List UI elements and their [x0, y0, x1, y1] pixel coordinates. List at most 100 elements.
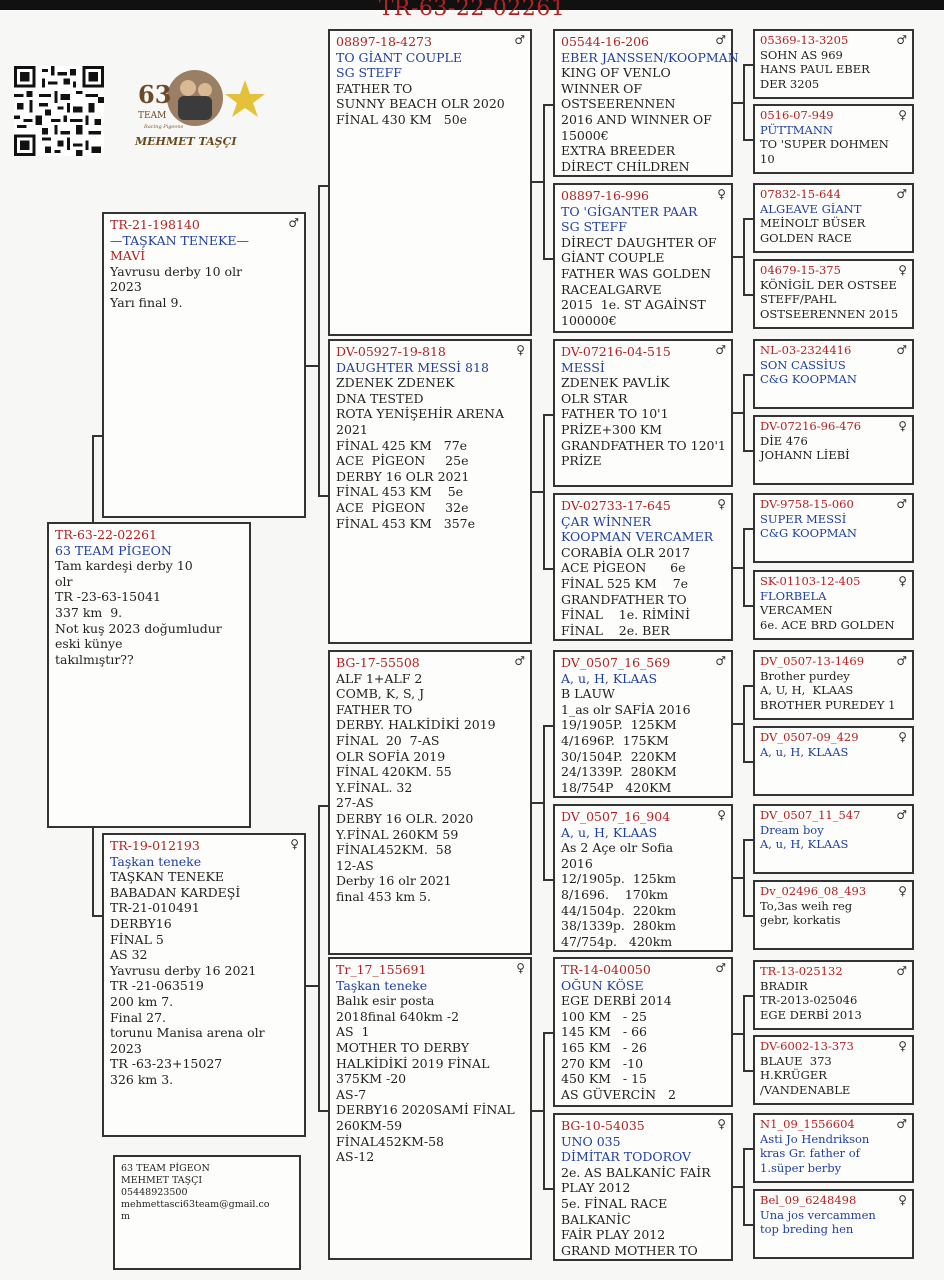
info-line: 165 KM - 26	[561, 1039, 647, 1055]
pigeon-name-extra: kras Gr. father of	[760, 1146, 860, 1161]
pigeon-name: PÜTTMANN	[760, 122, 833, 137]
info-line: 2015 1e. ST AGAİNST	[561, 297, 706, 313]
info-line: EGE DERBİ 2014	[561, 993, 672, 1009]
ring-number: 08897-18-4273	[336, 34, 432, 49]
pigeon-name: —TAŞKAN TENEKE—	[110, 232, 250, 248]
info-line: 2021	[336, 421, 368, 437]
info-line: 5e. FİNAL RACE	[561, 1195, 668, 1211]
connector-line	[743, 218, 753, 220]
subject-line: 337 km 9.	[55, 604, 123, 620]
contact-line: MEHMET TAŞÇI	[121, 1175, 203, 1186]
pigeon-name: EBER JANSSEN/KOOPMAN	[561, 49, 739, 65]
ring-number: 04679-15-375	[760, 263, 841, 277]
female-sex-icon: ♀	[516, 343, 525, 357]
ring-number: TR-19-012193	[110, 838, 200, 853]
info-line: GRAND MOTHER TO	[561, 1242, 698, 1258]
info-line: EGE DERBİ 2013	[760, 1007, 862, 1022]
ring-number: DV-05927-19-818	[336, 344, 446, 359]
info-line: ACE PİGEON 6e	[561, 560, 686, 576]
subject-line: takılmıştır??	[55, 651, 134, 667]
dam-line: 2023	[110, 1040, 142, 1056]
connector-line	[743, 139, 753, 141]
info-line: Brother purdey	[760, 668, 850, 683]
info-line: FİNAL 420KM. 55	[336, 764, 452, 780]
female-sex-icon: ♀	[717, 497, 726, 511]
sire-line: MAVİ	[110, 248, 146, 264]
info-line: BLAUE 373	[760, 1053, 832, 1068]
info-line: gebr, korkatis	[760, 913, 841, 928]
pigeon-name: A, u, H, KLAAS	[561, 824, 658, 840]
sire-line: 2023	[110, 279, 142, 295]
info-line: ACE PİGEON 32e	[336, 499, 469, 515]
pigeon-name: DAUGHTER MESSİ 818	[336, 359, 489, 375]
info-line: Y.FİNAL. 32	[336, 779, 413, 795]
contact-line: mehmettasci63team@gmail.co	[121, 1199, 270, 1210]
dam-line: TR -21-063519	[110, 978, 204, 994]
subject-line: eski künye	[55, 636, 123, 652]
male-sex-icon: ♂	[715, 33, 726, 47]
connector-line	[543, 879, 553, 881]
female-sex-icon: ♀	[898, 574, 907, 588]
connector-line	[543, 104, 545, 260]
contact-line: 63 TEAM PİGEON	[121, 1163, 210, 1174]
male-sex-icon: ♂	[715, 961, 726, 975]
pigeon-name: SUPER MESSİ	[760, 511, 847, 526]
info-line: AS GÜVERCİN 2	[561, 1086, 676, 1102]
info-line: As 2 Açe olr Sofia	[561, 840, 674, 856]
info-line: 2018final 640km -2	[336, 1008, 460, 1024]
info-line: 1_as olr SAFİA 2016	[561, 701, 691, 717]
info-line: AS-7	[336, 1086, 367, 1102]
pigeon-name-extra: SG STEFF	[336, 65, 402, 81]
connector-line	[532, 802, 543, 804]
subject-line: olr	[55, 573, 73, 589]
connector-line	[743, 374, 745, 452]
info-line: 24/1339P. 280KM	[561, 764, 677, 780]
connector-line	[743, 294, 753, 296]
ring-number: Tr_17_155691	[336, 962, 427, 977]
pigeon-name: MESSİ	[561, 359, 605, 375]
connector-line	[733, 412, 743, 414]
info-line: FATHER WAS GOLDEN	[561, 265, 712, 281]
info-line: GRANDFATHER TO 120'1	[561, 437, 726, 453]
info-line: MOTHER TO DERBY	[336, 1039, 470, 1055]
connector-line	[743, 450, 753, 452]
connector-line	[743, 1148, 753, 1150]
info-line: FATHER TO	[336, 80, 413, 96]
ring-number: DV_0507_16_904	[561, 809, 671, 824]
ring-number: DV_0507_16_569	[561, 655, 671, 670]
info-line: DERBY 16 OLR. 2020	[336, 810, 474, 826]
female-sex-icon: ♀	[898, 1039, 907, 1053]
male-sex-icon: ♂	[896, 187, 907, 201]
contact-line: m	[121, 1211, 131, 1222]
info-line: 8/1696. 170km	[561, 886, 669, 902]
pigeon-name: OĞUN KÖSE	[561, 977, 644, 993]
ring-number: Dv_02496_08_493	[760, 884, 867, 898]
info-line: final 453 km 5.	[336, 888, 431, 904]
dam-line: FİNAL 5	[110, 931, 164, 947]
info-line: GİANT COUPLE	[561, 250, 665, 266]
male-sex-icon: ♂	[896, 808, 907, 822]
info-line: 4/1696P. 175KM	[561, 732, 669, 748]
info-line: DİRECT CHİLDREN	[561, 158, 690, 174]
info-line: PRİZE	[561, 453, 602, 469]
info-line: FİNAL 453 KM 5e	[336, 484, 464, 500]
pigeon-name: 63 TEAM PİGEON	[55, 542, 172, 558]
info-line: KÖNİGİL DER OSTSEE	[760, 277, 897, 292]
info-line: BRADIR	[760, 978, 808, 993]
male-sex-icon: ♂	[896, 33, 907, 47]
info-line: PLAY 2012	[561, 1180, 631, 1196]
svg-text:MEHMET TAŞÇI: MEHMET TAŞÇI	[134, 135, 237, 148]
connector-line	[318, 185, 328, 187]
